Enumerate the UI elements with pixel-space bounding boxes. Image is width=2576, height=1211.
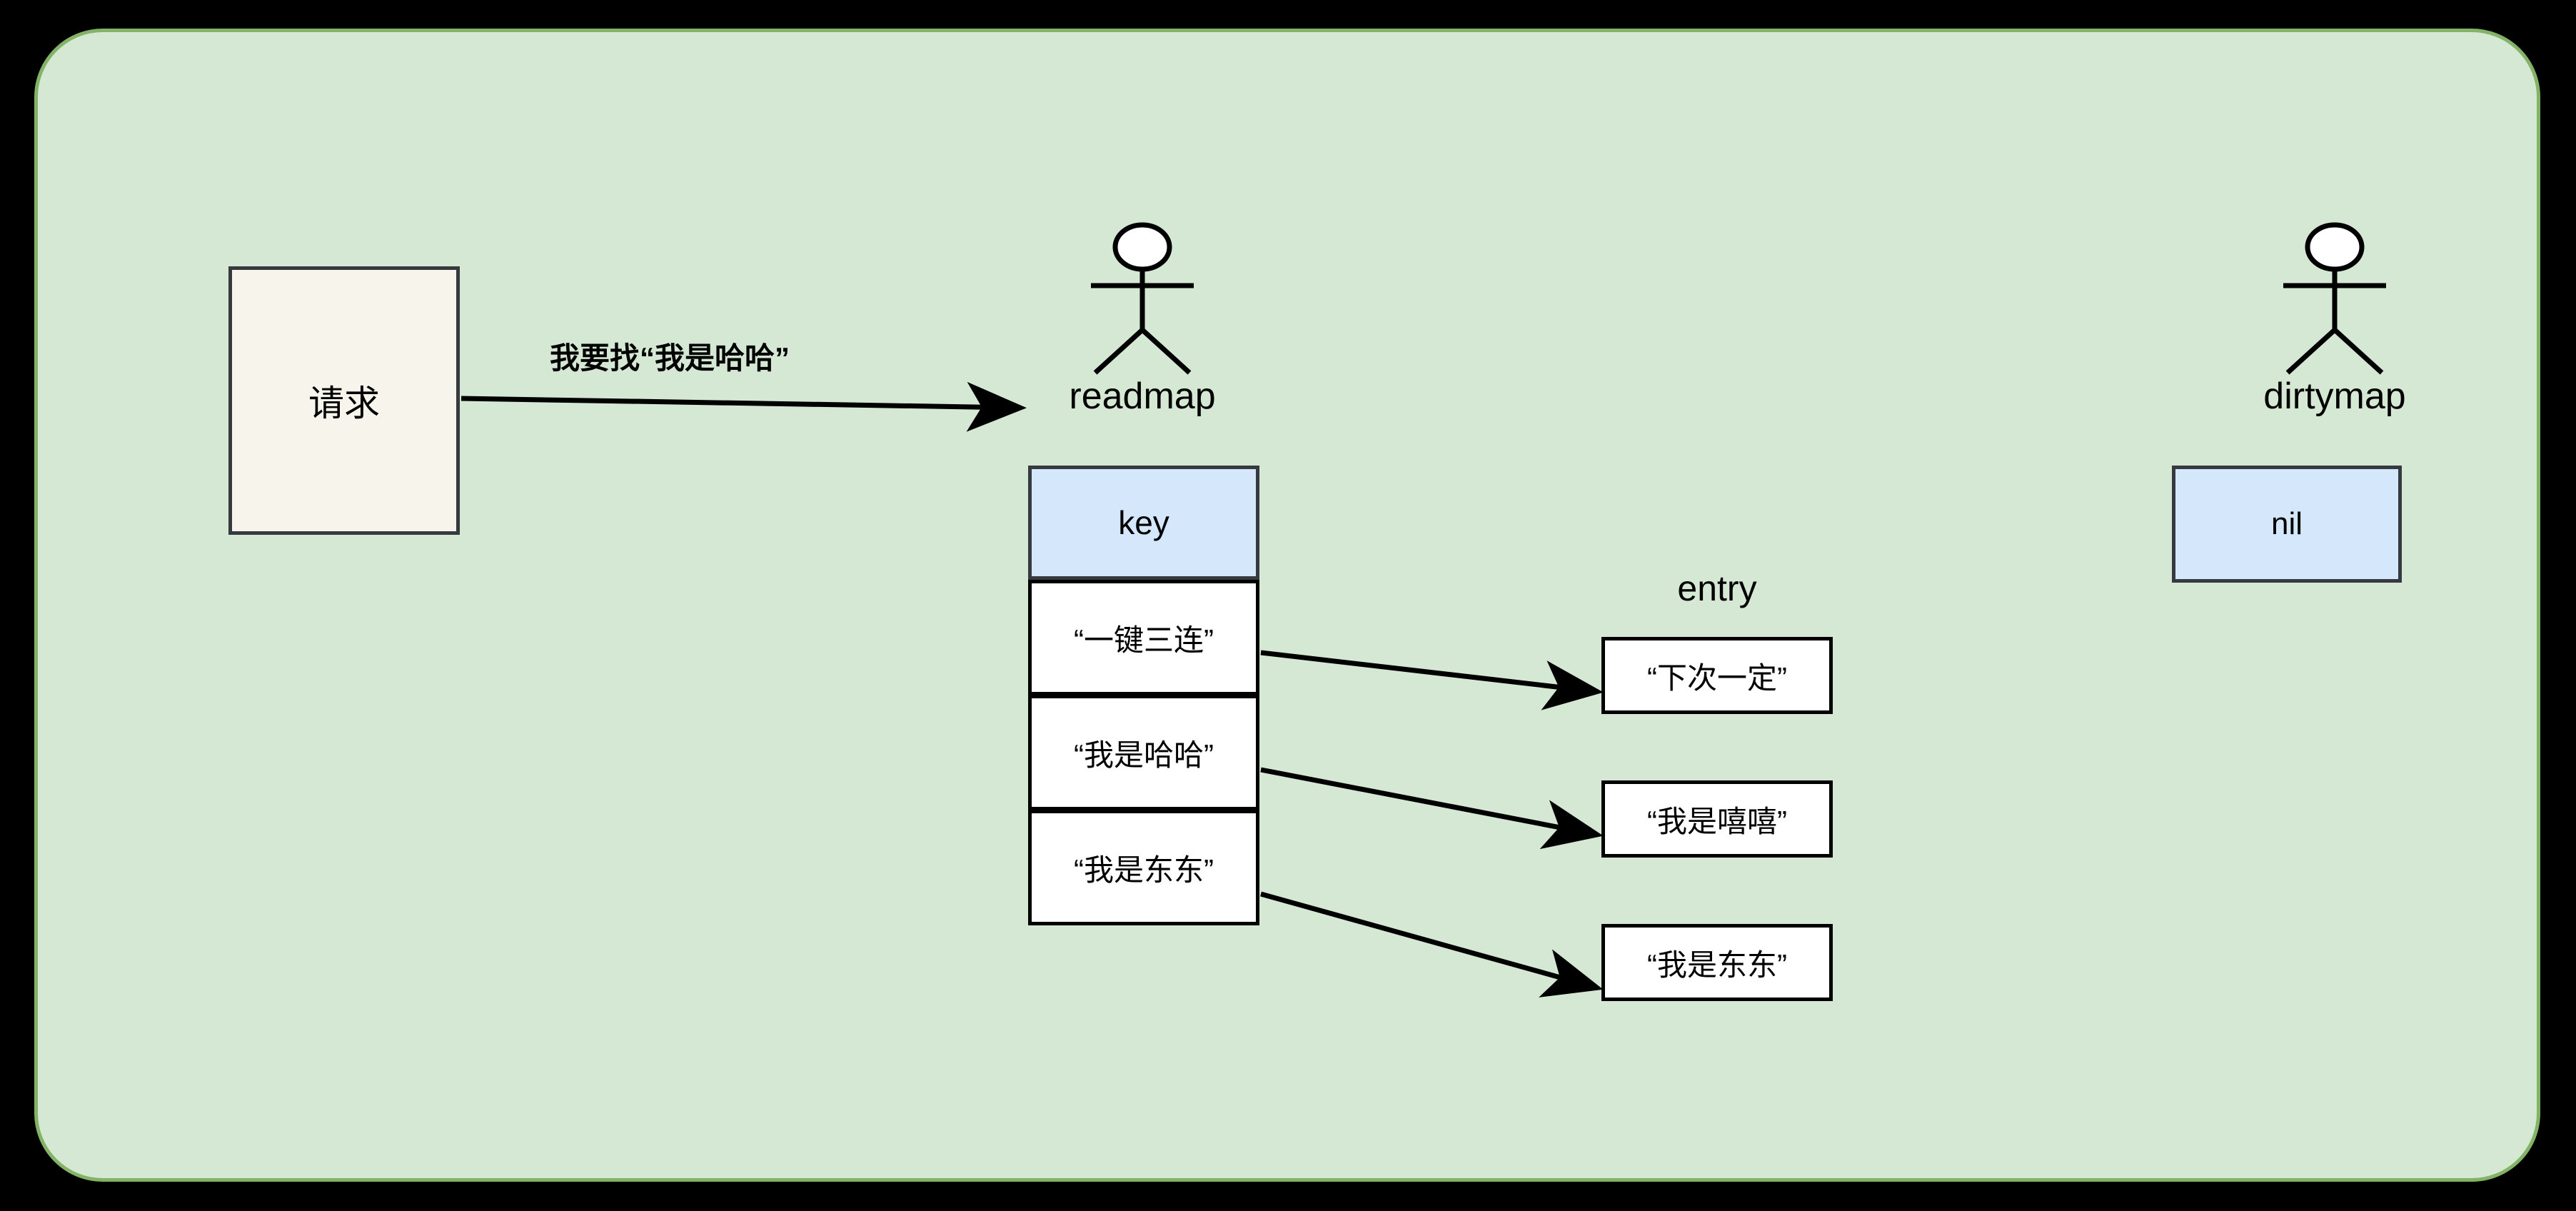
- dirtymap-nil-box[interactable]: nil: [2172, 466, 2402, 583]
- request-label: 请求: [308, 383, 380, 423]
- request-box[interactable]: 请求: [228, 266, 460, 535]
- key-table-header: key: [1028, 466, 1259, 580]
- stick-figure-actor-icon: [1057, 221, 1228, 378]
- entry-box-label: “我是嘻嘻”: [1647, 804, 1787, 838]
- key-table-row[interactable]: “我是哈哈”: [1028, 695, 1259, 810]
- diagram-frame: [34, 29, 2540, 1182]
- dirtymap-nil-label: nil: [2270, 506, 2303, 541]
- entry-box[interactable]: “我是东东”: [1601, 924, 1833, 1001]
- stick-figure-actor-icon: [2249, 221, 2420, 378]
- entry-box[interactable]: “下次一定”: [1601, 637, 1833, 714]
- key-table-row[interactable]: “一键三连”: [1028, 580, 1259, 695]
- readmap-key-table: key “一键三连” “我是哈哈” “我是东东”: [1028, 466, 1259, 926]
- entry-box[interactable]: “我是嘻嘻”: [1601, 780, 1833, 858]
- request-to-readmap-label: 我要找“我是哈哈”: [550, 341, 790, 375]
- dirtymap-actor[interactable]: dirtymap: [2249, 221, 2420, 417]
- entry-box-label: “下次一定”: [1647, 660, 1787, 695]
- key-table-row[interactable]: “我是东东”: [1028, 810, 1259, 925]
- readmap-actor-label: readmap: [1069, 376, 1216, 417]
- entry-box-label: “我是东东”: [1647, 948, 1787, 982]
- readmap-actor[interactable]: readmap: [1057, 221, 1228, 417]
- entry-group-label: entry: [1677, 568, 1757, 608]
- dirtymap-actor-label: dirtymap: [2263, 376, 2406, 417]
